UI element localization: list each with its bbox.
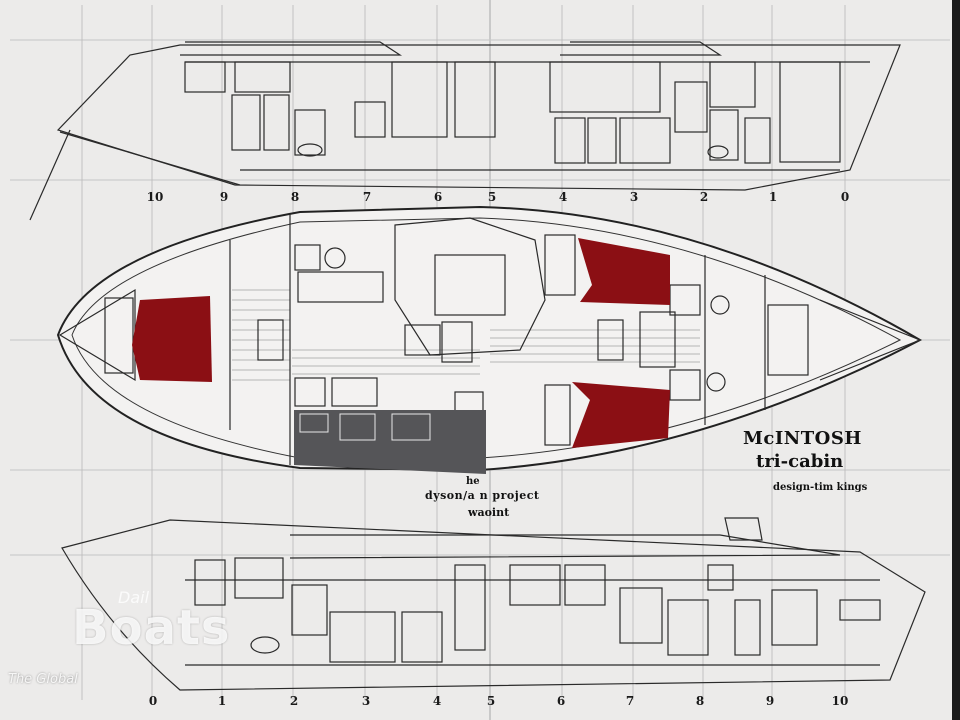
station-bottom-0: 0 — [148, 694, 158, 708]
station-bottom-1: 1 — [217, 694, 227, 708]
galley-area-gray — [294, 410, 486, 474]
port-aft-cabin-red — [572, 382, 670, 448]
station-top-7: 7 — [362, 190, 372, 204]
station-bottom-10: 10 — [831, 694, 849, 708]
station-bottom-7: 7 — [625, 694, 635, 708]
design-title: McINTOSH — [743, 428, 862, 449]
station-bottom-3: 3 — [361, 694, 371, 708]
station-top-5: 5 — [487, 190, 497, 204]
project-note-line1: he — [466, 476, 480, 487]
station-top-3: 3 — [629, 190, 639, 204]
station-top-6: 6 — [433, 190, 443, 204]
station-bottom-9: 9 — [765, 694, 775, 708]
watermark-tagline: The Global — [8, 672, 78, 687]
forepeak-cabin-red — [132, 296, 212, 382]
project-note-line3: waoint — [468, 506, 510, 519]
station-top-4: 4 — [558, 190, 568, 204]
station-bottom-4: 4 — [432, 694, 442, 708]
plan-view-section — [56, 205, 923, 474]
station-top-10: 10 — [146, 190, 164, 204]
station-top-8: 8 — [290, 190, 300, 204]
watermark-prefix: Dail — [118, 588, 150, 607]
top-profile-section — [29, 41, 901, 221]
station-bottom-2: 2 — [289, 694, 299, 708]
watermark-logo: Boats — [72, 600, 231, 656]
design-subtitle: tri-cabin — [756, 451, 844, 472]
project-note-line2: dyson/a n project — [425, 489, 540, 502]
bottom-profile-section — [61, 517, 926, 691]
scan-edge — [952, 0, 960, 720]
station-bottom-6: 6 — [556, 694, 566, 708]
station-bottom-5: 5 — [486, 694, 496, 708]
station-top-1: 1 — [768, 190, 778, 204]
station-top-2: 2 — [699, 190, 709, 204]
starboard-aft-cabin-red — [578, 238, 670, 305]
station-bottom-8: 8 — [695, 694, 705, 708]
designer-credit: design-tim kings — [773, 482, 868, 493]
station-top-0: 0 — [840, 190, 850, 204]
station-top-9: 9 — [219, 190, 229, 204]
